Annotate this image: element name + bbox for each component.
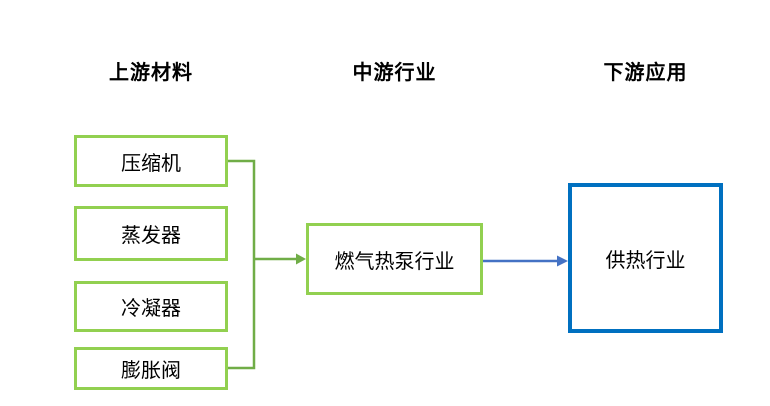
upstream-box-expansion-valve: 膨胀阀 — [74, 347, 228, 390]
midstream-to-downstream-arrowhead-icon — [557, 255, 568, 267]
column-header-downstream: 下游应用 — [603, 61, 688, 84]
upstream-box-compressor: 压缩机 — [74, 135, 228, 187]
downstream-box-heating-industry: 供热行业 — [568, 183, 723, 333]
midstream-box-gas-heat-pump-industry: 燃气热泵行业 — [306, 223, 483, 295]
upstream-to-midstream-arrowhead-icon — [296, 253, 306, 265]
column-header-upstream: 上游材料 — [109, 61, 193, 84]
column-header-midstream: 中游行业 — [352, 61, 437, 84]
upstream-box-condenser: 冷凝器 — [74, 281, 228, 332]
upstream-box-evaporator: 蒸发器 — [74, 206, 228, 261]
upstream-bracket-connector — [228, 159, 256, 370]
